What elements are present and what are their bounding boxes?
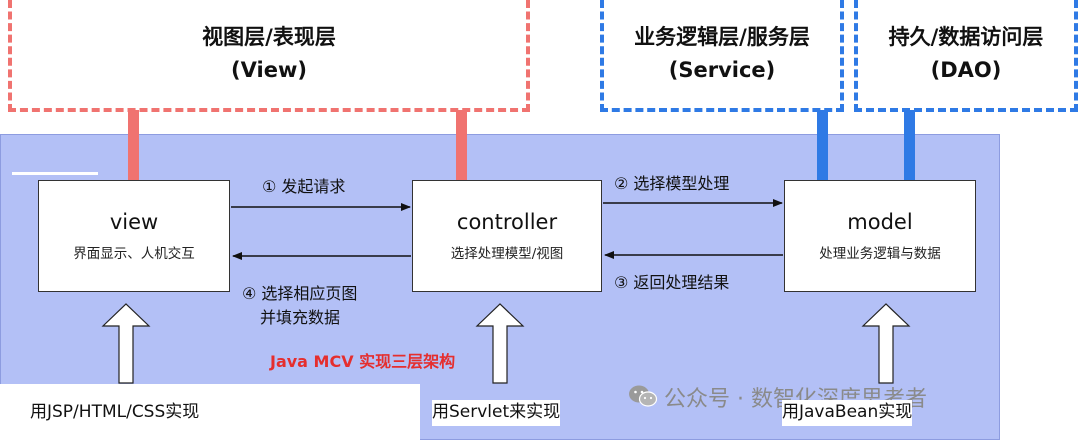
view-layer-sub: (View) (231, 58, 307, 82)
service-layer-title: 业务逻辑层/服务层 (634, 25, 810, 50)
model-dao-connector (904, 110, 915, 182)
bottom-jsp: 用JSP/HTML/CSS实现 (30, 402, 200, 422)
bottom-javabean: 用JavaBean实现 (782, 400, 913, 426)
model-service-connector (817, 110, 828, 182)
model-node: model 处理业务逻辑与数据 (784, 180, 976, 292)
bottom-servlet: 用Servlet来实现 (432, 400, 561, 426)
view-connector (128, 110, 139, 182)
service-layer-box: 业务逻辑层/服务层 (Service) (600, 0, 844, 112)
dao-layer-sub: (DAO) (930, 58, 1002, 82)
view-layer-title: 视图层/表现层 (202, 25, 336, 50)
up-arrow-jsp (101, 303, 151, 384)
up-arrow-servlet (475, 303, 525, 384)
dao-layer-title: 持久/数据访问层 (888, 25, 1044, 50)
model-node-title: model (847, 210, 913, 234)
label-return-result: ③ 返回处理结果 (614, 273, 730, 292)
label-select-view: ④ 选择相应页图 并填充数据 (242, 282, 357, 330)
controller-node-title: controller (456, 210, 558, 234)
decor-line (12, 172, 98, 175)
wechat-icon (628, 383, 658, 409)
label-request: ① 发起请求 (262, 177, 346, 196)
view-layer-box: 视图层/表现层 (View) (8, 0, 530, 112)
controller-node: controller 选择处理模型/视图 (412, 180, 602, 292)
controller-connector (456, 110, 467, 182)
model-node-desc: 处理业务逻辑与数据 (819, 246, 941, 262)
controller-node-desc: 选择处理模型/视图 (450, 246, 564, 262)
label-select-view-line1: ④ 选择相应页图 (242, 284, 358, 303)
view-node-title: view (109, 210, 159, 234)
view-node: view 界面显示、人机交互 (38, 180, 230, 292)
dao-layer-box: 持久/数据访问层 (DAO) (854, 0, 1078, 112)
label-select-model: ② 选择模型处理 (614, 174, 730, 193)
bottom-strip (0, 384, 420, 440)
service-layer-sub: (Service) (668, 58, 776, 82)
label-select-view-line2: 并填充数据 (260, 308, 341, 327)
diagram-caption: Java MCV 实现三层架构 (270, 352, 456, 371)
up-arrow-javabean (861, 303, 911, 384)
view-node-desc: 界面显示、人机交互 (73, 246, 195, 262)
